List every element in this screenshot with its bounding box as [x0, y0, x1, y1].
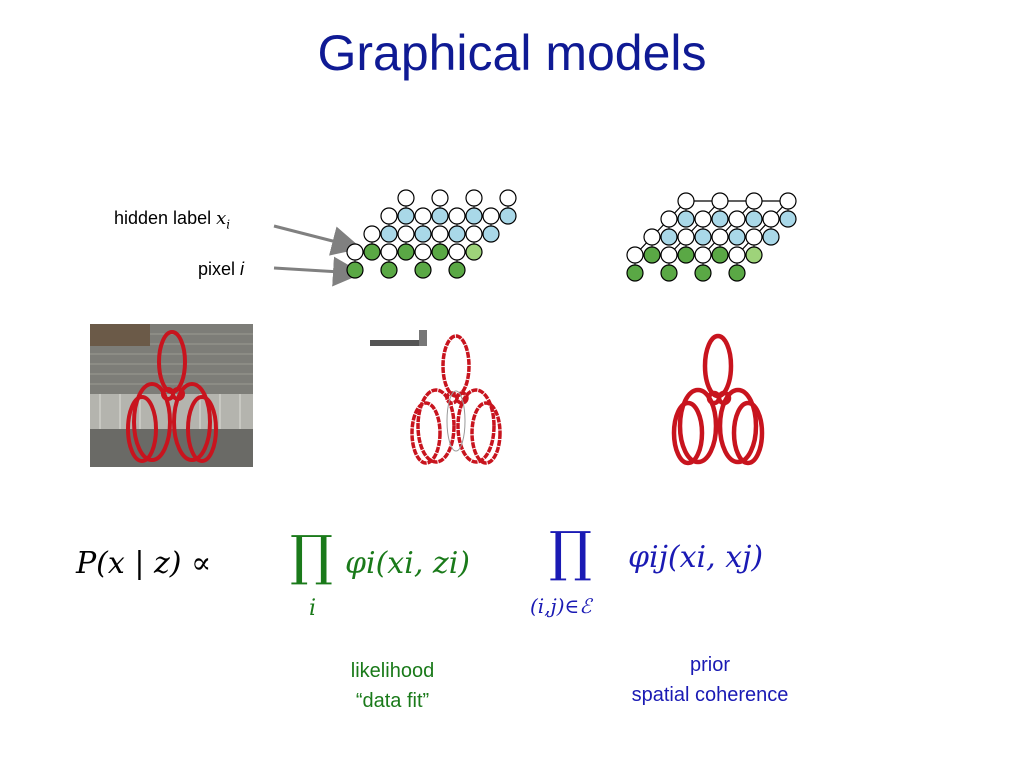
pixel-node: [677, 246, 695, 264]
hidden-label-arrow: [273, 224, 362, 256]
pixel-node: [431, 207, 449, 225]
pixel-node: [414, 261, 432, 279]
pixel-label-text: pixel: [198, 259, 236, 279]
prior-segmentation: [640, 326, 790, 466]
hidden-node: [448, 207, 466, 225]
hidden-node: [745, 192, 763, 210]
hidden-node: [677, 192, 695, 210]
hidden-node: [660, 246, 678, 264]
hidden-node: [660, 210, 678, 228]
likelihood-product-symbol: ∏: [290, 524, 333, 587]
slide-title: Graphical models: [317, 25, 707, 81]
likelihood-caption: likelihood “data fit”: [320, 656, 465, 716]
pixel-node: [677, 210, 695, 228]
prior-caption-line2: spatial coherence: [631, 684, 789, 706]
pixel-node: [431, 243, 449, 261]
pixel-node: [414, 225, 432, 243]
hidden-node: [414, 243, 432, 261]
hidden-label: hidden label xi: [114, 208, 230, 232]
hidden-label-var: x: [216, 208, 227, 229]
pixel-node: [380, 225, 398, 243]
hidden-node: [431, 189, 449, 207]
pixel-node: [448, 261, 466, 279]
pixel-node: [465, 207, 483, 225]
hidden-node: [677, 228, 695, 246]
equation-lhs: P(x | z) ∝: [76, 546, 212, 581]
likelihood-product-index: i: [309, 596, 317, 621]
prior-caption: prior spatial coherence: [600, 650, 820, 710]
hidden-node: [626, 246, 644, 264]
hidden-node: [499, 189, 517, 207]
pixel-node: [745, 210, 763, 228]
input-photo: [90, 324, 253, 467]
pixel-node: [779, 210, 797, 228]
likelihood-segmentation: [365, 326, 515, 466]
hidden-node: [397, 189, 415, 207]
pixel-node: [448, 225, 466, 243]
pixel-node: [660, 264, 678, 282]
prior-product-symbol: ∏: [549, 520, 592, 583]
hidden-node: [380, 207, 398, 225]
pixel-node: [694, 228, 712, 246]
pixel-node: [346, 261, 364, 279]
pixel-node: [643, 246, 661, 264]
likelihood-caption-line1: likelihood: [350, 660, 435, 682]
pixel-node: [711, 246, 729, 264]
pixel-node: [397, 207, 415, 225]
hidden-node: [779, 192, 797, 210]
pixel-node: [465, 243, 483, 261]
pixel-node: [363, 243, 381, 261]
hidden-node: [762, 210, 780, 228]
hidden-node: [380, 243, 398, 261]
hidden-node: [694, 246, 712, 264]
hidden-label-sub: i: [226, 217, 231, 232]
hidden-label-text: hidden label: [114, 208, 212, 228]
likelihood-term: φi(xi, zi): [345, 546, 470, 581]
prior-caption-line1: prior: [689, 654, 730, 676]
likelihood-caption-line2: “data fit”: [355, 690, 430, 712]
hidden-node: [414, 207, 432, 225]
pixel-node: [745, 246, 763, 264]
hidden-node: [694, 210, 712, 228]
hidden-node: [465, 225, 483, 243]
pixel-node: [626, 264, 644, 282]
hidden-node: [397, 225, 415, 243]
pixel-label: pixel i: [198, 259, 244, 280]
hidden-node: [728, 210, 746, 228]
pixel-label-arrow: [273, 256, 363, 287]
pixel-node: [482, 225, 500, 243]
prior-term: φij(xi, xj): [628, 540, 764, 575]
hidden-node: [745, 228, 763, 246]
pixel-node: [499, 207, 517, 225]
hidden-node: [711, 192, 729, 210]
hidden-node: [346, 243, 364, 261]
pixel-node: [380, 261, 398, 279]
hidden-node: [465, 189, 483, 207]
hidden-node: [643, 228, 661, 246]
pixel-label-var: i: [240, 259, 245, 279]
prior-product-index: (i,j)∈ℰ: [530, 594, 592, 618]
pixel-node: [762, 228, 780, 246]
pixel-node: [694, 264, 712, 282]
hidden-node: [448, 243, 466, 261]
pixel-node: [728, 264, 746, 282]
hidden-node: [711, 228, 729, 246]
hidden-node: [482, 207, 500, 225]
hidden-node: [728, 246, 746, 264]
hidden-node: [363, 225, 381, 243]
pixel-node: [728, 228, 746, 246]
pixel-node: [397, 243, 415, 261]
pixel-node: [711, 210, 729, 228]
pixel-node: [660, 228, 678, 246]
hidden-node: [431, 225, 449, 243]
